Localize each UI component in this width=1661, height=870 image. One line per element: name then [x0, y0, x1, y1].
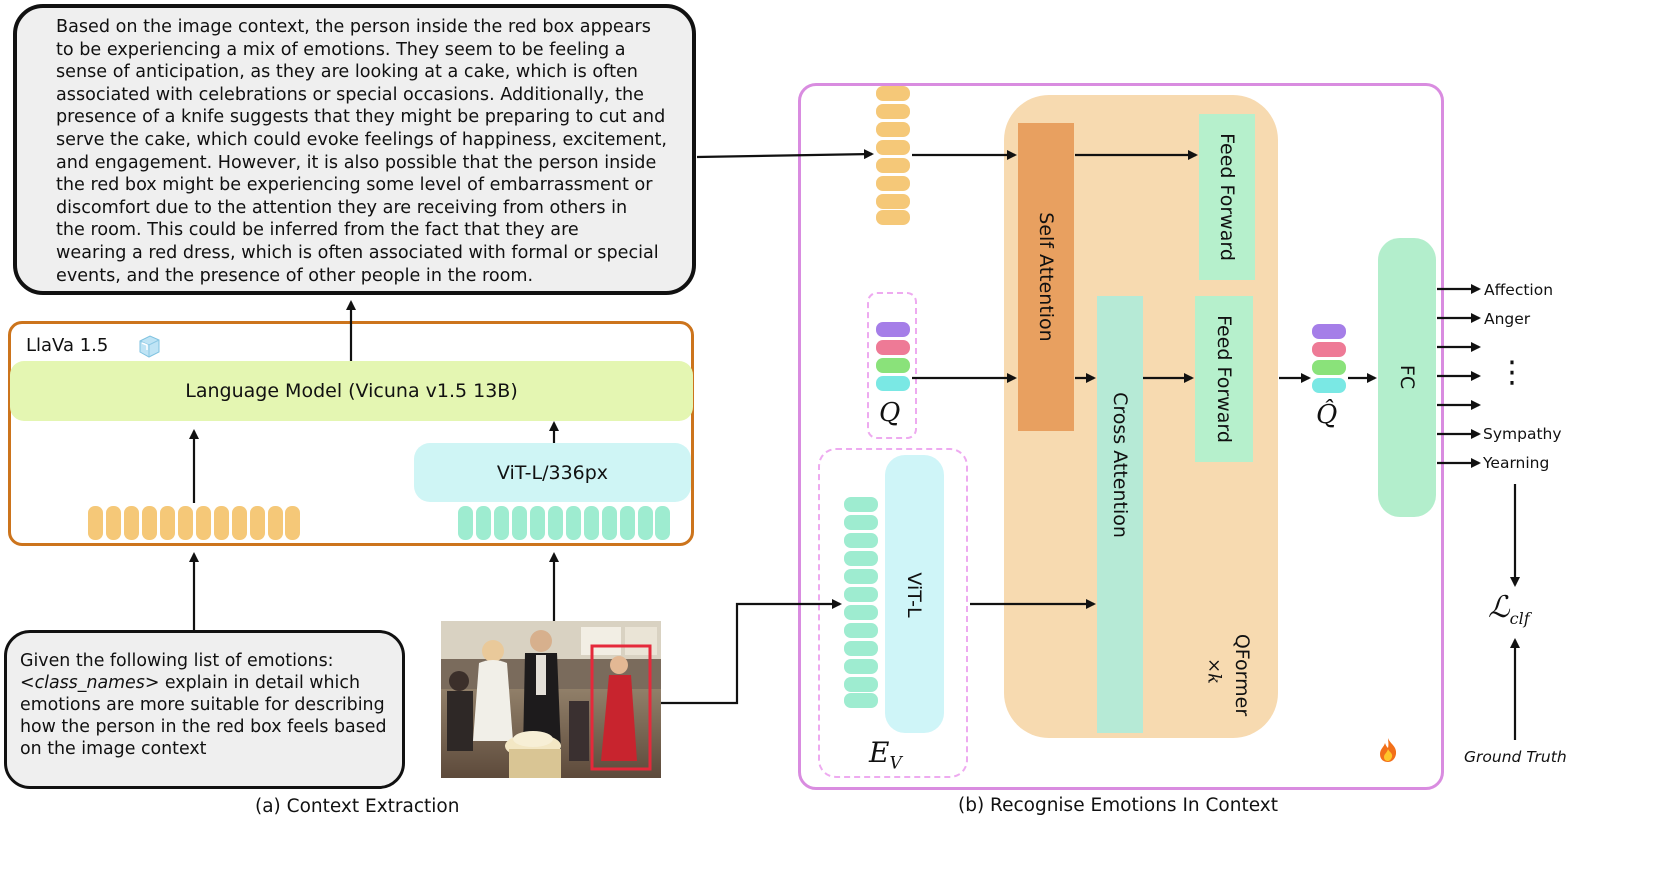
input-image: [441, 621, 661, 778]
ev-symbol: EV: [869, 736, 902, 774]
ground-truth-label: Ground Truth: [1464, 748, 1567, 766]
cross-attention-block: [1097, 296, 1143, 733]
prompt-rest: explain in detail which emotions are mor…: [20, 673, 387, 759]
prompt-bubble: [4, 630, 405, 789]
loss-main: ℒ: [1488, 590, 1510, 625]
output-query-token-stack: [1312, 324, 1346, 394]
output-label-anger: Anger: [1484, 310, 1531, 328]
q-hat-symbol: Q̂: [1316, 400, 1338, 430]
caption-recognise-emotions: (b) Recognise Emotions In Context: [958, 795, 1278, 816]
output-label-sympathy: Sympathy: [1483, 425, 1562, 443]
query-token-stack: [876, 322, 910, 392]
q-symbol: Q: [879, 398, 901, 428]
prompt-line1: Given the following list of emotions:: [20, 651, 334, 671]
text-token-stack: [876, 86, 910, 226]
feed-forward-block-top: [1199, 114, 1255, 280]
ice-cube-icon: [136, 333, 162, 359]
image-token-stack: [844, 497, 878, 709]
output-ellipsis: ⋮: [1497, 355, 1527, 390]
self-attention-block: [1018, 123, 1074, 431]
ev-main: E: [869, 736, 890, 769]
prompt-text: Given the following list of emotions: <c…: [20, 650, 400, 760]
image-token-sequence: [458, 506, 670, 540]
feed-forward-block-bottom: [1195, 296, 1253, 462]
fire-icon: [1377, 737, 1399, 763]
output-label-yearning: Yearning: [1483, 454, 1550, 472]
encoder-dashed-box: [818, 448, 968, 778]
llava-label: LlaVa 1.5: [26, 335, 109, 356]
query-dashed-box: [867, 292, 917, 439]
language-model-block: Language Model (Vicuna v1.5 13B): [10, 361, 693, 421]
loss-sub: clf: [1509, 609, 1530, 628]
loss-symbol: ℒclf: [1488, 590, 1530, 628]
fc-block: [1378, 238, 1436, 517]
output-label-affection: Affection: [1484, 281, 1554, 299]
vit-l-336px-block: ViT-L/336px: [414, 443, 691, 502]
prompt-class-names: <class_names>: [20, 673, 160, 693]
ev-sub: V: [889, 753, 902, 774]
caption-context-extraction: (a) Context Extraction: [255, 796, 460, 817]
llava-response-text: Based on the image context, the person i…: [56, 17, 668, 286]
text-token-sequence: [88, 506, 300, 540]
llava-response-bubble: [13, 4, 696, 295]
vit-l-block: [885, 455, 944, 733]
